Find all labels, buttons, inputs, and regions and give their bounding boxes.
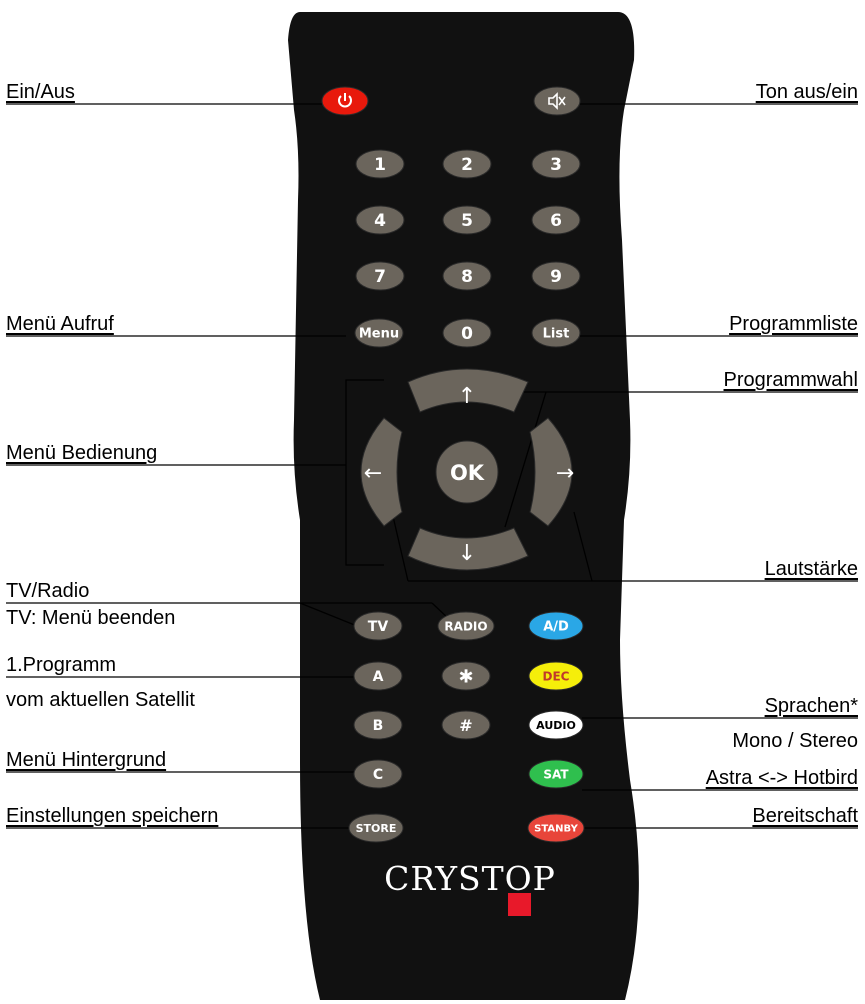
arrow-right-icon: → [556, 461, 574, 486]
sat-button-label: SAT [543, 767, 569, 781]
label-programmwahl: Programmwahl [724, 368, 858, 392]
dec-button[interactable]: DEC [529, 662, 583, 690]
sat-button[interactable]: SAT [529, 760, 583, 788]
c-button-label: C [373, 767, 383, 783]
label-einstellungen: Einstellungen speichern [6, 804, 218, 828]
tv-button-label: TV [368, 619, 389, 635]
digit-9-button[interactable]: 9 [532, 262, 580, 290]
a-button-label: A [373, 669, 384, 685]
stanby-button[interactable]: STANBY [528, 814, 584, 842]
dec-button-label: DEC [543, 669, 570, 683]
ok-button[interactable]: OK [436, 441, 498, 503]
label-sprachen: Sprachen* [765, 694, 858, 718]
label-menu-aufruf: Menü Aufruf [6, 312, 114, 336]
arrow-left-icon: ← [364, 461, 382, 486]
mute-button[interactable] [534, 87, 580, 115]
digit-1-button-label: 1 [374, 155, 386, 175]
digit-3-button-label: 3 [550, 155, 562, 175]
tv-button[interactable]: TV [354, 612, 402, 640]
b-button[interactable]: B [354, 711, 402, 739]
digit-8-button-label: 8 [461, 267, 473, 287]
star-button-label: ✱ [458, 666, 473, 687]
hash-button-label: # [459, 716, 472, 735]
logo-square [508, 893, 531, 916]
c-button[interactable]: C [354, 760, 402, 788]
brand-logo: CRYSTOP [384, 859, 556, 898]
digit-2-button-label: 2 [461, 155, 473, 175]
label-menu-bedienung: Menü Bedienung [6, 441, 157, 465]
digit-6-button[interactable]: 6 [532, 206, 580, 234]
label-vom-satellit: vom aktuellen Satellit [6, 688, 195, 712]
menu-button-label: Menu [359, 327, 399, 342]
radio-button-label: RADIO [444, 619, 487, 633]
digit-4-button[interactable]: 4 [356, 206, 404, 234]
arrow-up-button[interactable]: ↑ [408, 369, 528, 412]
radio-button[interactable]: RADIO [438, 612, 494, 640]
store-button-label: STORE [356, 822, 397, 835]
power-button[interactable] [322, 87, 368, 115]
digit-4-button-label: 4 [374, 211, 386, 231]
label-tv-radio: TV/Radio [6, 579, 89, 603]
digit-7-button[interactable]: 7 [356, 262, 404, 290]
digit-8-button[interactable]: 8 [443, 262, 491, 290]
label-programm1: 1.Programm [6, 653, 116, 677]
label-programmliste: Programmliste [729, 312, 858, 336]
digit-3-button[interactable]: 3 [532, 150, 580, 178]
audio-button-label: AUDIO [536, 719, 576, 732]
stanby-button-label: STANBY [534, 824, 578, 835]
digit-0-button[interactable]: 0 [443, 319, 491, 347]
digit-5-button-label: 5 [461, 211, 473, 231]
digit-9-button-label: 9 [550, 267, 562, 287]
a-button[interactable]: A [354, 662, 402, 690]
list-button[interactable]: List [532, 319, 580, 347]
label-mono-stereo: Mono / Stereo [732, 729, 858, 753]
digit-5-button[interactable]: 5 [443, 206, 491, 234]
arrow-up-icon: ↑ [458, 384, 476, 409]
label-lautstaerke: Lautstärke [765, 557, 858, 581]
digit-6-button-label: 6 [550, 211, 562, 231]
ok-button-label: OK [450, 461, 485, 485]
label-menu-hintergrund: Menü Hintergrund [6, 748, 166, 772]
arrow-down-icon: ↓ [458, 541, 476, 566]
label-bereitschaft: Bereitschaft [752, 804, 858, 828]
label-tv-menu-beenden: TV: Menü beenden [6, 606, 175, 630]
star-button[interactable]: ✱ [442, 662, 490, 690]
ad-button[interactable]: A/D [529, 612, 583, 640]
digit-1-button[interactable]: 1 [356, 150, 404, 178]
ad-button-label: A/D [543, 620, 569, 635]
store-button[interactable]: STORE [349, 814, 403, 842]
b-button-label: B [373, 718, 384, 734]
menu-button[interactable]: Menu [355, 319, 403, 347]
label-ton: Ton aus/ein [756, 80, 858, 104]
label-astra-hotbird: Astra <-> Hotbird [706, 766, 858, 790]
list-button-label: List [543, 327, 570, 342]
digit-7-button-label: 7 [374, 267, 386, 287]
hash-button[interactable]: # [442, 711, 490, 739]
digit-0-button-label: 0 [461, 324, 473, 344]
label-ein-aus: Ein/Aus [6, 80, 75, 104]
digit-2-button[interactable]: 2 [443, 150, 491, 178]
audio-button[interactable]: AUDIO [529, 711, 583, 739]
